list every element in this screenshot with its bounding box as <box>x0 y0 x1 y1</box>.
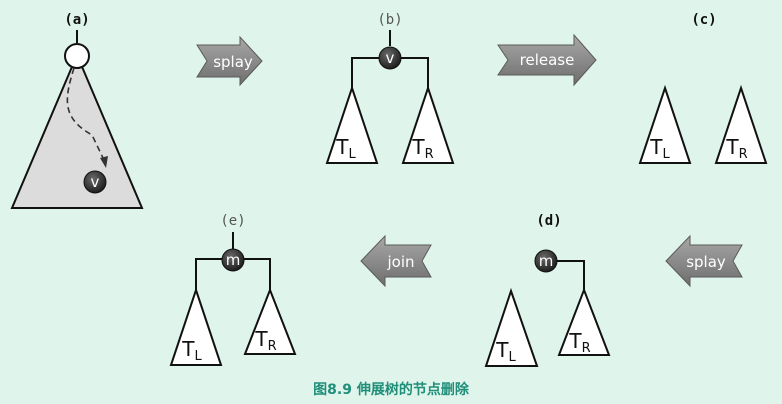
node-v <box>378 46 402 70</box>
node-m <box>534 249 558 273</box>
arrow-splay-top-label: splay <box>213 53 253 71</box>
left-arrow-shape <box>360 234 432 288</box>
panel-e: (e) m TL TR <box>169 213 297 366</box>
right-subtree-TR <box>243 287 297 355</box>
node-v-label: v <box>386 49 395 67</box>
splay-deletion-diagram: (a) v splay (b) v TL TR release (c) TL T… <box>10 12 768 367</box>
node-v-label: v <box>91 173 100 191</box>
arrow-join: join <box>360 234 432 288</box>
right-subtree-TR <box>401 84 455 164</box>
right-subtree-label: TR <box>725 135 747 162</box>
panel-a-label: (a) <box>64 12 89 28</box>
panel-c: (c) TL TR <box>638 12 768 164</box>
left-subtree-TL <box>638 84 692 164</box>
right-child-link <box>557 260 585 290</box>
right-subtree-TR <box>714 84 768 164</box>
left-subtree-TL <box>169 286 223 366</box>
arrow-splay-top: splay <box>196 35 263 87</box>
right-subtree-label: TR <box>254 327 276 354</box>
left-subtree-label: TL <box>335 135 356 162</box>
root-node <box>64 43 90 69</box>
right-arrow-shape <box>497 33 597 87</box>
panel-d: (d) m TL TR <box>484 213 611 367</box>
arrow-splay-bottom: splay <box>665 234 743 288</box>
right-arrow-shape <box>196 35 263 87</box>
panel-d-label: (d) <box>536 213 561 229</box>
search-path <box>66 67 105 161</box>
figure-caption: 图8.9 伸展树的节点删除 <box>313 382 469 398</box>
left-subtree-label: TL <box>649 135 670 162</box>
panel-e-label: (e) <box>220 213 245 229</box>
right-subtree-label: TR <box>568 329 590 356</box>
panel-c-label: (c) <box>691 12 716 28</box>
left-subtree-TL <box>484 287 539 367</box>
right-subtree-TR <box>557 287 611 356</box>
left-subtree-TL <box>325 84 379 164</box>
left-subtree-label: TL <box>181 337 202 364</box>
node-m-label: m <box>226 251 241 269</box>
node-v <box>83 170 107 194</box>
panel-b: (b) v TL TR <box>325 12 455 164</box>
arrow-join-label: join <box>386 253 414 271</box>
left-arrow-shape <box>665 234 743 288</box>
full-tree-triangle <box>10 52 144 209</box>
panel-a: (a) v <box>10 12 144 209</box>
right-subtree-label: TR <box>411 135 433 162</box>
arrow-release-label: release <box>520 51 575 69</box>
left-subtree-label: TL <box>495 338 516 365</box>
node-m <box>221 248 245 272</box>
arrow-splay-bottom-label: splay <box>686 253 726 271</box>
search-path-arrowhead <box>100 156 108 168</box>
node-m-label: m <box>539 252 554 270</box>
arrow-release: release <box>497 33 597 87</box>
panel-b-label: (b) <box>377 12 402 28</box>
